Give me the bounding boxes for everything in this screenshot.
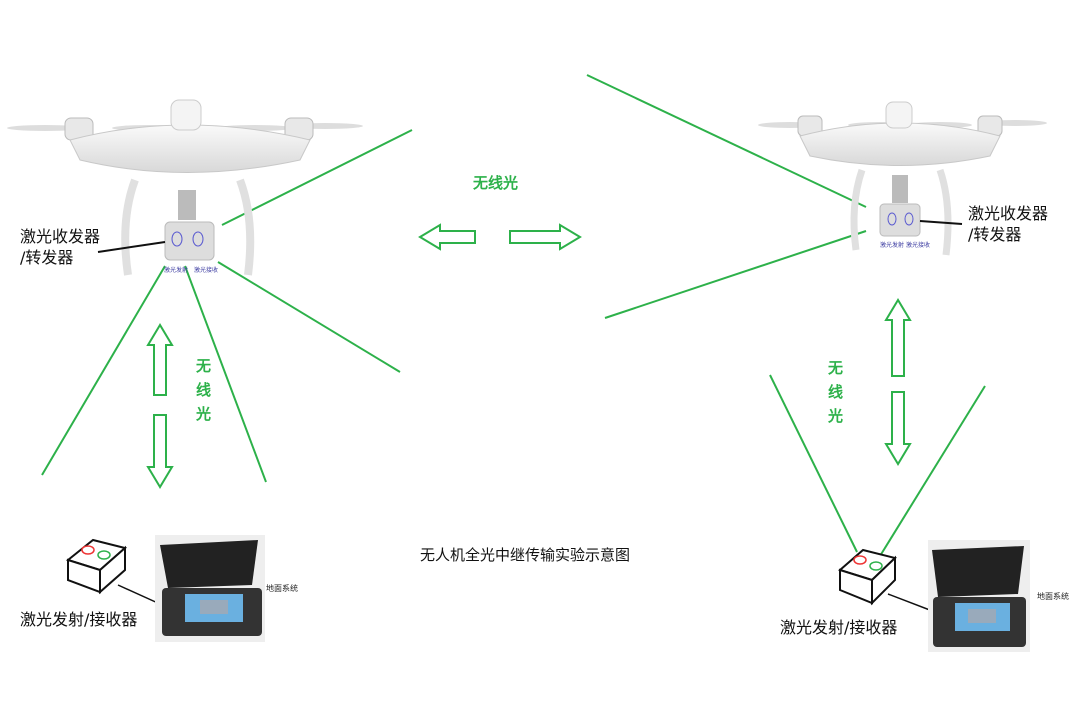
drone-right xyxy=(758,101,1047,256)
beam-right-down xyxy=(604,230,867,319)
lens-icon xyxy=(171,231,183,247)
diagram-title: 无人机全光中继传输实验示意图 xyxy=(420,546,631,564)
transceiver-label-left: 激光收发器 /转发器 xyxy=(20,226,100,268)
ground-device-label-right: 激光发射/接收器 xyxy=(780,618,898,637)
arrow-up-icon xyxy=(884,298,912,377)
char: 线 xyxy=(828,383,844,401)
label-line: /转发器 xyxy=(968,225,1022,244)
beam-right-ground-a xyxy=(769,374,858,553)
char: 光 xyxy=(828,407,844,425)
char: 光 xyxy=(196,405,212,423)
emitter-label-right: 激光发射 xyxy=(880,242,905,249)
leader-line xyxy=(919,220,963,225)
receiver-label-left: 激光接收 xyxy=(194,267,219,274)
receiver-label-right: 激光接收 xyxy=(906,242,931,249)
laser-device-right xyxy=(837,548,936,613)
transceiver-label-right: 激光收发器 /转发器 xyxy=(968,203,1048,245)
char: 线 xyxy=(196,381,212,399)
wireless-optical-vertical-left: 无 线 光 xyxy=(196,354,211,426)
ground-system-label-right: 地面系统 xyxy=(1037,592,1069,601)
leader-line xyxy=(97,241,166,253)
laser-beams xyxy=(41,74,986,557)
char: 无 xyxy=(196,357,212,375)
ground-system-label-left: 地面系统 xyxy=(266,584,298,593)
emitter-label-left: 激光发射 xyxy=(164,267,189,274)
label-line: 激光收发器 xyxy=(20,227,101,246)
ground-station-right xyxy=(928,540,1030,652)
lens-icon xyxy=(887,212,897,226)
laser-device-left xyxy=(65,538,161,605)
arrow-right-icon xyxy=(509,223,582,251)
beam-left-up xyxy=(221,129,413,226)
char: 无 xyxy=(828,359,844,377)
transceiver-box-left xyxy=(164,221,215,261)
beam-left-ground-b xyxy=(184,265,267,483)
wireless-optical-vertical-right: 无 线 光 xyxy=(828,356,843,428)
lens-icon xyxy=(192,231,204,247)
beam-right-up xyxy=(586,74,867,208)
arrow-down-icon xyxy=(146,414,174,489)
arrows xyxy=(146,223,912,489)
arrow-left-icon xyxy=(418,223,476,251)
label-line: /转发器 xyxy=(20,248,74,267)
wireless-optical-label: 无线光 xyxy=(473,174,519,192)
drone-left xyxy=(7,99,363,276)
beam-left-ground-a xyxy=(41,265,166,476)
beam-right-ground-b xyxy=(879,385,986,557)
beam-left-down xyxy=(217,261,401,373)
label-line: 激光收发器 xyxy=(968,204,1049,223)
transceiver-box-right xyxy=(879,203,921,237)
lens-icon xyxy=(904,212,914,226)
ground-station-left xyxy=(155,535,265,642)
arrow-up-icon xyxy=(146,323,174,396)
ground-device-label-left: 激光发射/接收器 xyxy=(20,610,138,629)
arrow-down-icon xyxy=(884,391,912,466)
